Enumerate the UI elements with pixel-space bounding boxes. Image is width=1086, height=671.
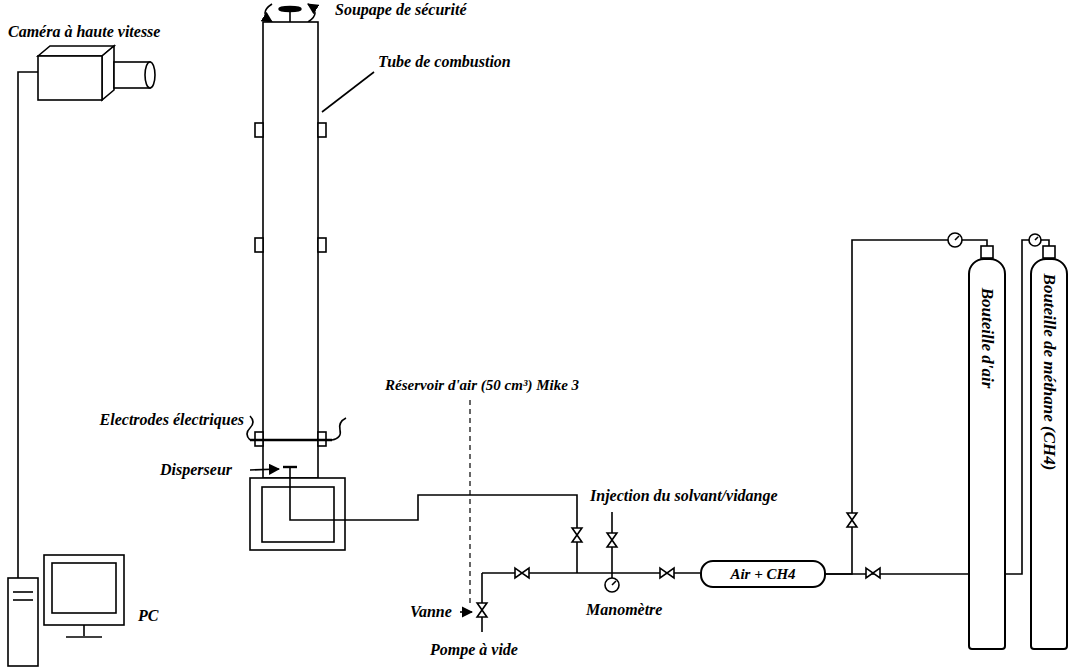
reservoir-boundary — [469, 400, 471, 605]
disperser — [250, 467, 297, 478]
reservoir-boundary — [469, 400, 470, 605]
chamber — [250, 478, 345, 550]
computer — [13, 599, 33, 601]
gas-gauges — [1029, 234, 1041, 246]
high-speed-camera — [145, 62, 155, 88]
valve-symbols — [607, 533, 617, 547]
computer — [8, 578, 38, 666]
computer — [13, 591, 33, 593]
combustion-tube — [255, 22, 326, 478]
bottle-necks — [981, 246, 1055, 258]
part-label: Manomètre — [586, 600, 662, 620]
disperser — [283, 466, 297, 468]
gas-pipe — [826, 240, 1049, 574]
disperser — [289, 467, 291, 478]
combustion-tube — [255, 238, 263, 252]
computer — [44, 555, 124, 625]
electrodes — [247, 416, 346, 440]
high-speed-camera — [18, 72, 38, 578]
high-speed-camera — [102, 46, 114, 100]
manometer — [605, 578, 619, 592]
part-label: Soupape de sécurité — [335, 0, 467, 20]
chamber — [290, 478, 577, 573]
gas-gauges — [948, 233, 962, 247]
part-label: Tube de combustion — [378, 52, 511, 72]
combustion-tube — [255, 123, 263, 137]
computer — [83, 625, 85, 636]
part-label: Injection du solvant/vidange — [590, 486, 778, 506]
gas-pipe — [826, 240, 987, 574]
tube-leader — [322, 72, 374, 112]
electrodes — [247, 416, 253, 440]
valve-symbols — [572, 528, 582, 542]
valve-symbols — [515, 568, 529, 578]
part-label: PC — [138, 606, 158, 626]
gas-tank: Air + CH4 — [700, 560, 826, 588]
valve-symbols — [660, 568, 674, 578]
gas-gauges — [948, 233, 1041, 247]
part-label: Réservoir d'air (50 cm³) Mike 3 — [385, 375, 579, 395]
tube-leader — [322, 72, 374, 112]
manometer — [605, 578, 619, 592]
safety-valve — [308, 4, 315, 22]
chamber — [250, 478, 577, 573]
valve-symbols — [847, 513, 857, 527]
chamber — [262, 487, 334, 542]
part-label: Disperseur — [160, 460, 232, 480]
part-label: Electrodes électriques — [100, 410, 244, 430]
gas-gauges — [1035, 237, 1038, 240]
valve-symbols — [477, 603, 487, 617]
node-label: Air + CH4 — [730, 565, 795, 583]
part-label: Vanne — [410, 602, 452, 622]
gas-line — [460, 611, 472, 613]
gas-bottle: Bouteille de méthane (CH4) — [1030, 258, 1068, 650]
combustion-tube — [318, 123, 326, 137]
manometer — [612, 581, 616, 585]
combustion-tube — [263, 22, 318, 478]
bottle-necks — [981, 246, 993, 258]
disperser — [250, 469, 279, 470]
gas-line — [460, 512, 700, 632]
computer — [52, 563, 116, 613]
electrodes — [332, 418, 346, 440]
high-speed-camera — [18, 46, 155, 578]
combustion-tube — [318, 238, 326, 252]
computer — [66, 636, 102, 638]
node-label: Bouteille d'air — [977, 288, 997, 389]
bottle-necks — [1043, 246, 1055, 258]
high-speed-camera — [38, 56, 102, 100]
electrodes — [250, 439, 332, 441]
safety-valve — [265, 4, 315, 22]
part-label: Pompe à vide — [430, 640, 518, 660]
computer — [8, 555, 124, 666]
part-label: Caméra à haute vitesse — [8, 22, 160, 42]
safety-valve — [265, 4, 272, 22]
gas-gauges — [955, 236, 959, 240]
gas-bottle: Bouteille d'air — [968, 258, 1006, 650]
valve-symbols — [866, 568, 880, 578]
node-label: Bouteille de méthane (CH4) — [1039, 274, 1059, 471]
valve-symbols — [477, 513, 880, 617]
safety-valve — [279, 7, 301, 12]
